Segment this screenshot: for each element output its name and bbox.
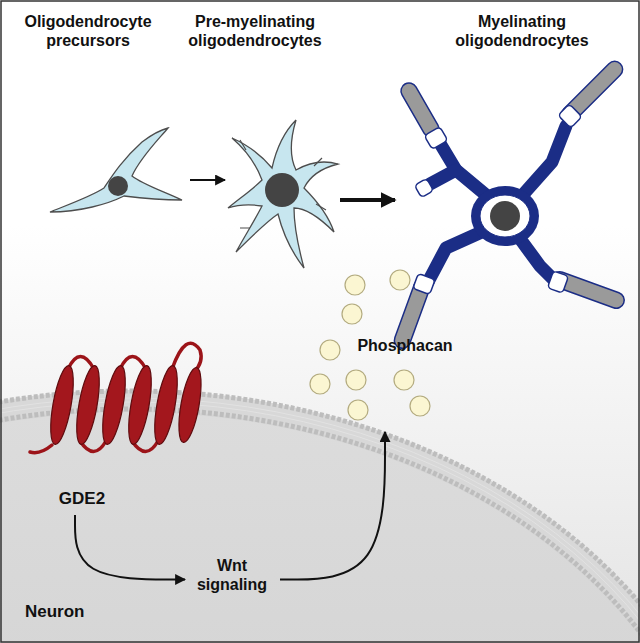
cell-node: Oligodendrocyte precursors — [45, 125, 190, 225]
cell-node: Phosphacan — [305, 262, 460, 432]
node-label: Pre-myelinating oligodendrocytes — [175, 12, 335, 50]
cell-node: Pre-myelinating oligodendrocytes — [225, 115, 340, 275]
gde2-protein — [30, 343, 205, 452]
arrow-connector — [190, 179, 225, 181]
neuron-membrane — [0, 391, 640, 643]
cell-node: Neuron GDE2Wnt signaling — [4, 360, 636, 638]
precursor-cell — [50, 128, 182, 212]
cell-node: Wnt signaling — [185, 552, 280, 607]
myelinating-cell — [392, 58, 626, 351]
node-label: Phosphacan — [350, 336, 460, 355]
arrow-connector — [280, 432, 385, 580]
arrow-connector — [75, 515, 185, 580]
node-label: Myelinating oligodendrocytes — [447, 12, 597, 50]
node-label: Wnt signaling — [185, 556, 280, 594]
arrow-connector — [340, 198, 395, 202]
node-label: Neuron — [25, 602, 165, 622]
node-label: GDE2 — [37, 489, 127, 509]
cell-node: Myelinating oligodendrocytes — [395, 60, 620, 335]
node-label: Oligodendrocyte precursors — [13, 12, 163, 50]
cell-node: GDE2 — [40, 350, 205, 515]
premyelinating-cell — [228, 120, 338, 268]
